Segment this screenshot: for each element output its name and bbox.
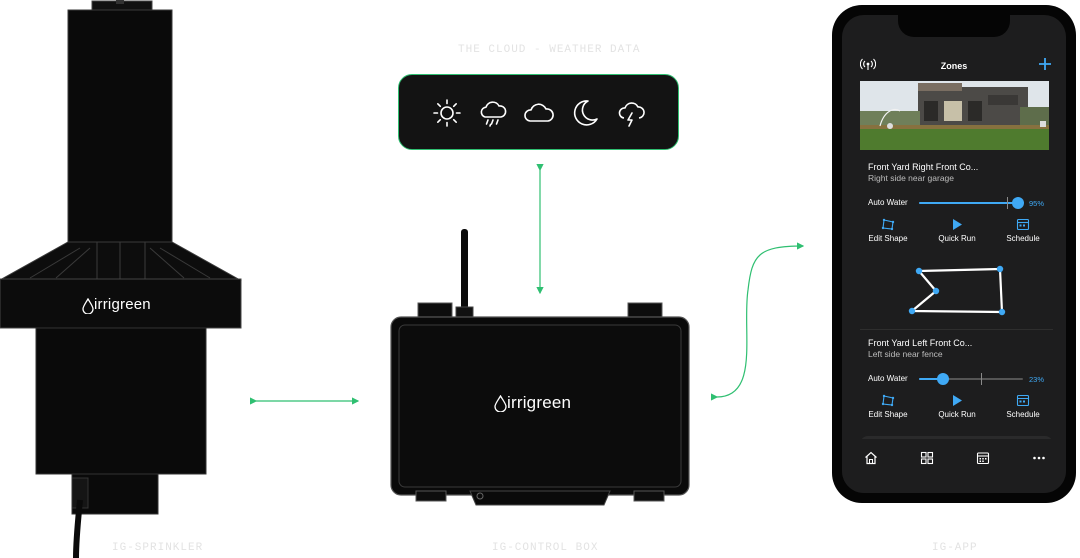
sun-icon (433, 99, 461, 127)
quick-run-button[interactable]: Quick Run (927, 394, 987, 419)
drop-logo-icon (494, 395, 507, 412)
zone-subtitle: Left side near fence (868, 349, 943, 359)
schedule-button[interactable]: Schedule (993, 394, 1053, 419)
zone-title[interactable]: Front Yard Left Front Co... (868, 338, 973, 348)
zone-subtitle: Right side near garage (868, 173, 955, 183)
play-icon (953, 219, 962, 230)
tab-bar (842, 439, 1066, 493)
edit-shape-button[interactable]: Edit Shape (858, 218, 918, 243)
quick-run-label: Quick Run (938, 410, 976, 419)
phone-notch (898, 15, 1010, 37)
signal-icon[interactable] (860, 58, 876, 70)
edit-shape-icon (881, 394, 895, 407)
rain-cloud-icon (480, 101, 507, 127)
schedule-button[interactable]: Schedule (993, 218, 1053, 243)
sprinkler-device (0, 0, 242, 558)
app-screen: Zones Front Yard Right Front Co... Right (842, 15, 1066, 493)
auto-water-value: 95% (1028, 199, 1044, 208)
thunderstorm-icon (618, 102, 645, 127)
slider-knob[interactable] (1011, 197, 1024, 209)
caption-sprinkler: IG-SPRINKLER (112, 542, 204, 554)
caption-control-box: IG-CONTROL BOX (492, 542, 599, 554)
schedule-label: Schedule (1006, 234, 1040, 243)
quick-run-label: Quick Run (938, 234, 976, 243)
edit-shape-button[interactable]: Edit Shape (858, 394, 918, 419)
auto-water-fill (919, 202, 1018, 204)
calendar-icon[interactable] (976, 451, 990, 465)
caption-cloud: THE CLOUD - WEATHER DATA (458, 44, 641, 56)
slider-tick (1007, 197, 1008, 209)
drop-logo-icon (82, 298, 94, 314)
slider-tick (981, 373, 982, 385)
auto-water-label: Auto Water (868, 198, 908, 207)
edit-shape-label: Edit Shape (868, 410, 908, 419)
auto-water-label: Auto Water (868, 374, 908, 383)
add-zone-button[interactable] (1038, 57, 1052, 71)
play-icon (953, 395, 962, 406)
weather-panel (398, 74, 679, 150)
home-icon[interactable] (864, 451, 878, 465)
quick-run-button[interactable]: Quick Run (927, 218, 987, 243)
schedule-label: Schedule (1006, 410, 1040, 419)
auto-water-fill (919, 378, 943, 380)
auto-water-value: 23% (1028, 375, 1044, 384)
more-icon[interactable] (1032, 451, 1046, 465)
caption-app: IG-APP (932, 542, 978, 554)
zone-shape-preview[interactable] (902, 265, 1012, 325)
arrow-box-app (710, 242, 805, 401)
divider (860, 329, 1053, 330)
slider-knob[interactable] (936, 373, 949, 385)
control-box-logo-text: irrigreen (507, 393, 572, 412)
zone-title[interactable]: Front Yard Right Front Co... (868, 162, 979, 172)
grid-icon[interactable] (920, 451, 934, 465)
cloud-icon (524, 103, 554, 122)
moon-icon (573, 100, 598, 126)
phone-device: Zones Front Yard Right Front Co... Right (832, 5, 1076, 503)
sprinkler-logo-text: irrigreen (94, 296, 151, 313)
app-title: Zones (940, 61, 968, 71)
control-box-device (390, 229, 690, 506)
edit-shape-icon (881, 218, 895, 231)
edit-shape-label: Edit Shape (868, 234, 908, 243)
zone-photo[interactable] (860, 81, 1049, 150)
calendar-icon (1016, 394, 1030, 407)
calendar-icon (1016, 218, 1030, 231)
auto-water-slider[interactable] (919, 197, 1024, 209)
auto-water-slider[interactable] (919, 373, 1023, 385)
